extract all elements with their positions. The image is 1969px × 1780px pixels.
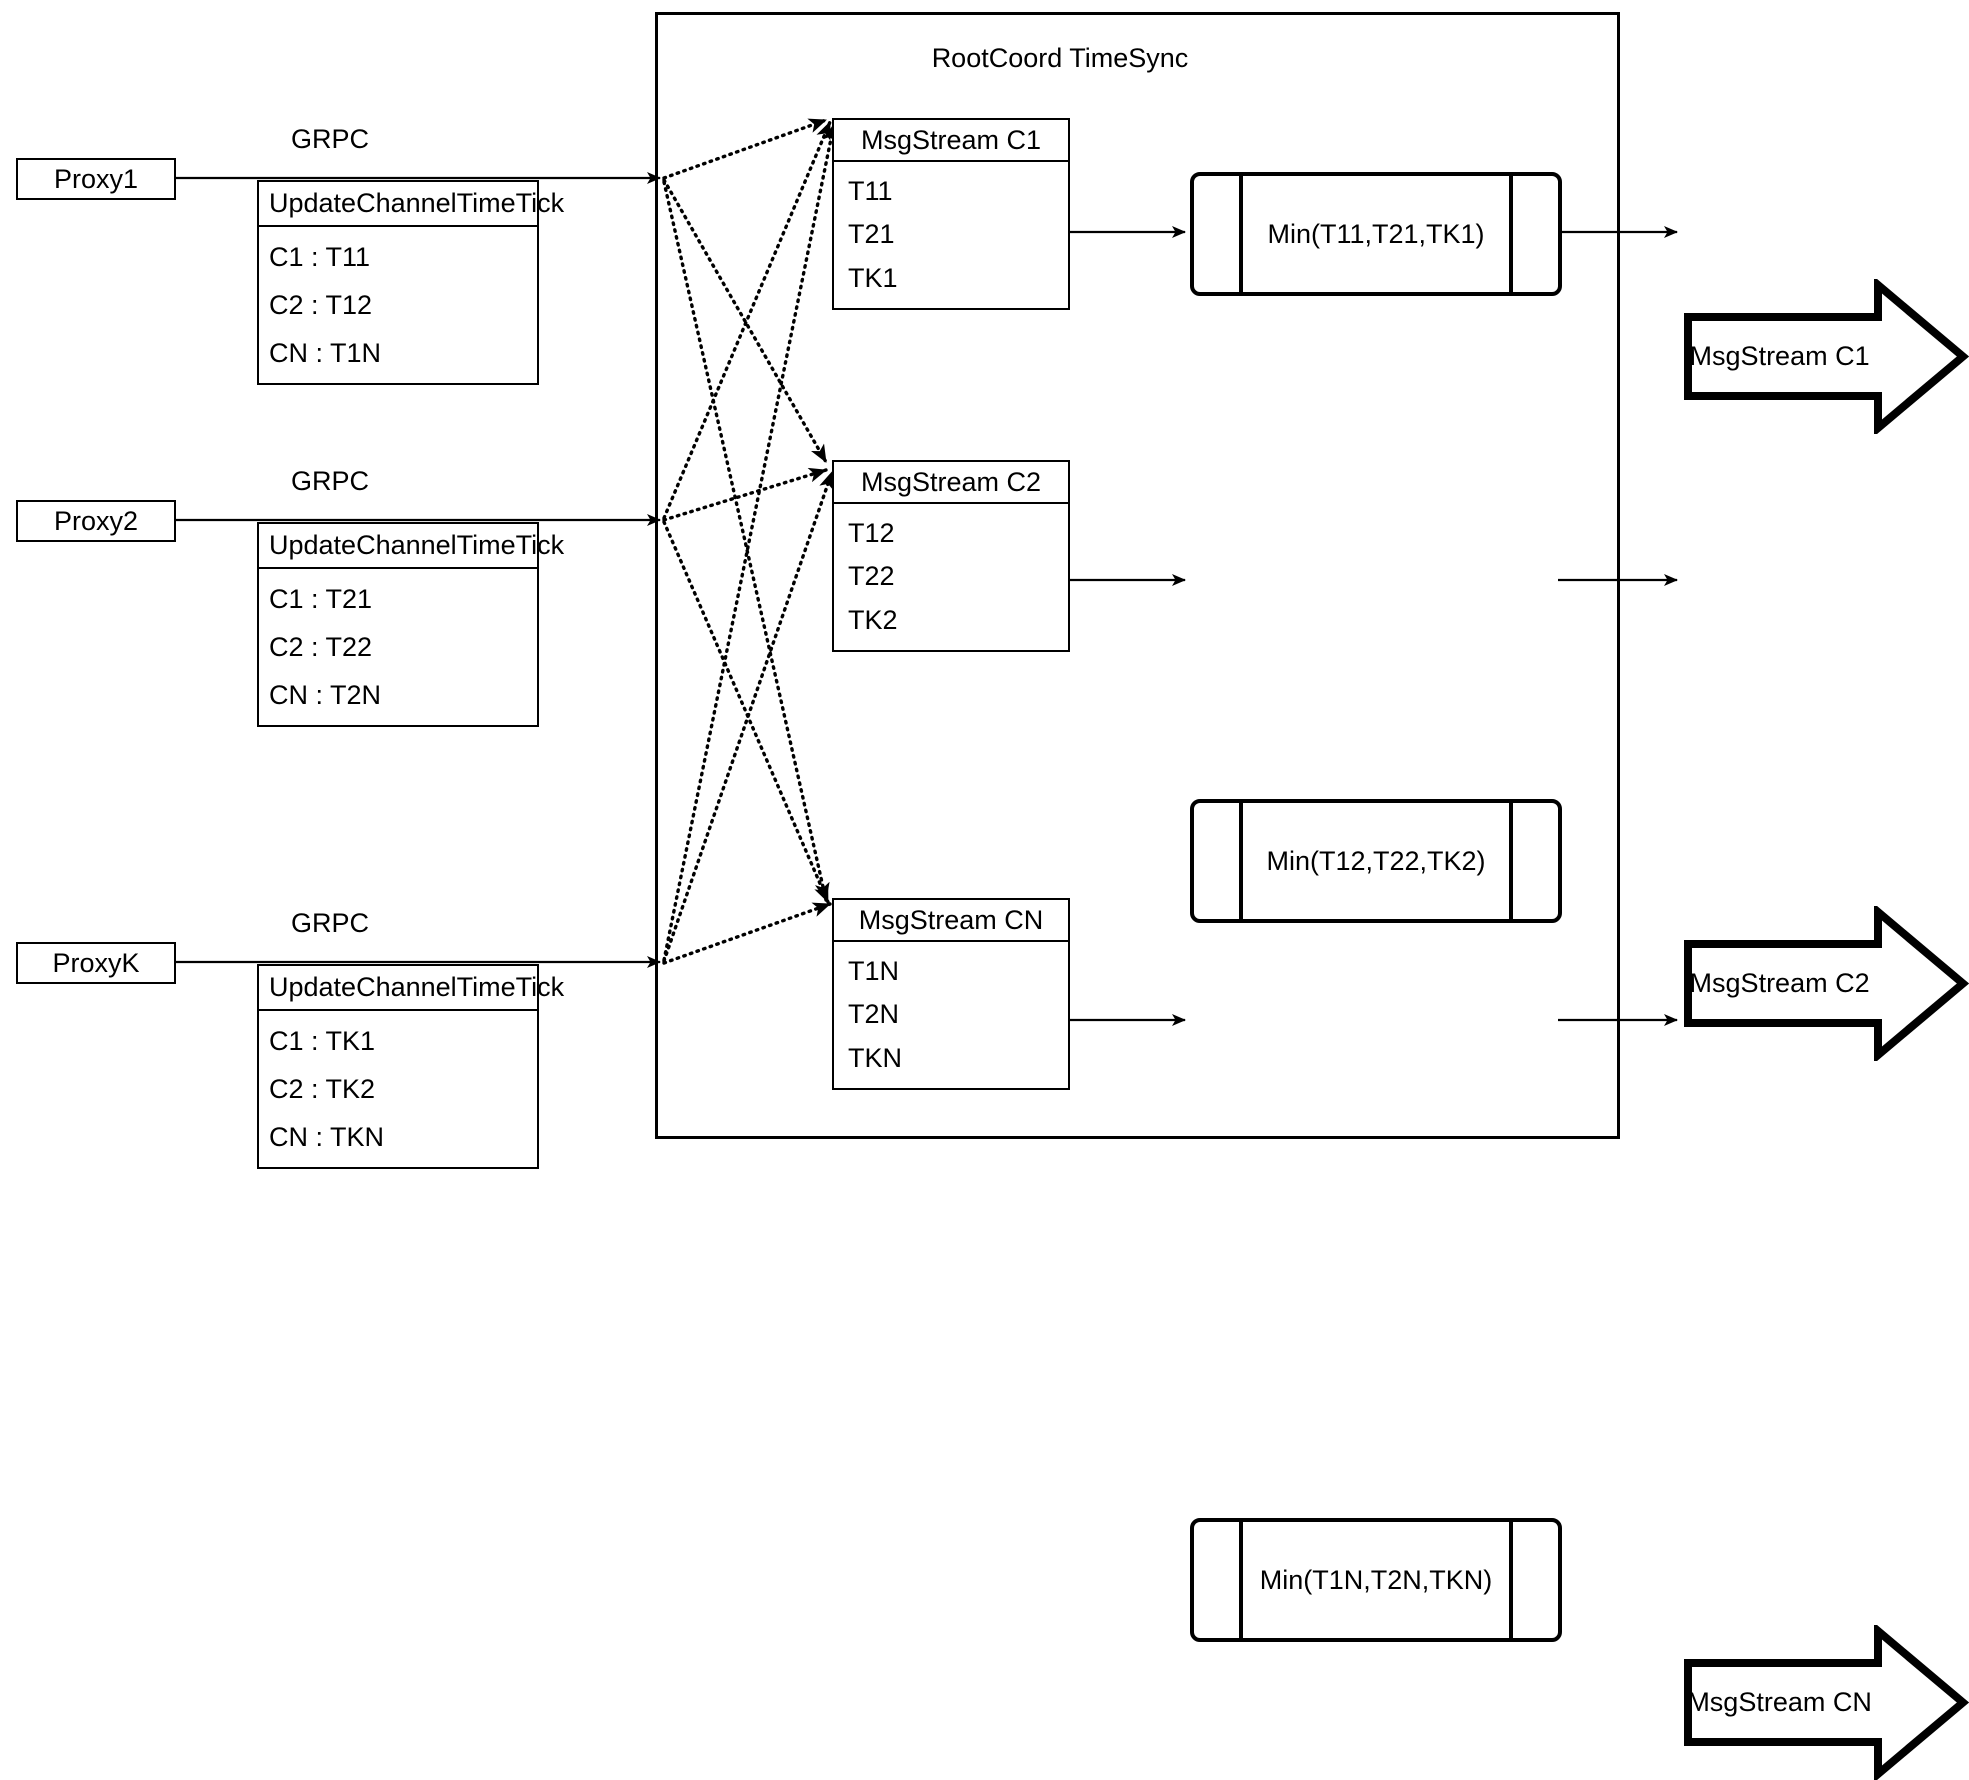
msgstream-row: T11 xyxy=(848,176,893,207)
tick-table-row: C1 : T21 xyxy=(269,583,373,614)
proxy-label: Proxy2 xyxy=(53,505,139,536)
tick-table-row: C1 : TK1 xyxy=(269,1025,376,1056)
proxy-box-proxy1[interactable]: Proxy1 xyxy=(16,158,176,200)
updatechanneltimetick-table-proxy2[interactable]: UpdateChannelTimeTick C1 : T21 C2 : T22 … xyxy=(257,522,564,727)
msgstream-table-title: MsgStream C2 xyxy=(834,462,1068,504)
grpc-label-proxyk: GRPC xyxy=(290,908,369,938)
grpc-label-proxy1: GRPC xyxy=(290,124,369,154)
min-process-c1[interactable]: Min(T11,T21,TK1) xyxy=(1190,172,1562,296)
msgstream-table-cn[interactable]: MsgStream CN T1N T2N TKN xyxy=(832,898,1070,1090)
output-block-arrow-c1[interactable]: MsgStream C1 xyxy=(1682,279,1969,434)
rootcoord-timesync-title: RootCoord TimeSync xyxy=(931,43,1189,73)
process-right-bar xyxy=(1509,803,1513,919)
updatechanneltimetick-table-proxyk[interactable]: UpdateChannelTimeTick C1 : TK1 C2 : TK2 … xyxy=(257,964,564,1169)
tick-table-row: CN : T1N xyxy=(269,337,382,368)
tick-table-row: C2 : T22 xyxy=(269,631,373,662)
rootcoord-timesync-container xyxy=(655,12,1620,1139)
msgstream-table-c1[interactable]: MsgStream C1 T11 T21 TK1 xyxy=(832,118,1070,310)
process-left-bar xyxy=(1239,1522,1243,1638)
tick-table-row: C2 : TK2 xyxy=(269,1073,376,1104)
msgstream-row: T2N xyxy=(848,999,900,1030)
msgstream-row: T21 xyxy=(848,219,895,250)
msgstream-table-title: MsgStream CN xyxy=(834,900,1068,942)
output-block-arrow-c2[interactable]: MsgStream C2 xyxy=(1682,906,1969,1061)
msgstream-table-body: T11 T21 TK1 xyxy=(834,162,1068,308)
msgstream-table-body: T12 T22 TK2 xyxy=(834,504,1068,650)
updatechanneltimetick-table-proxy1[interactable]: UpdateChannelTimeTick C1 : T11 C2 : T12 … xyxy=(257,180,564,385)
msgstream-table-title: MsgStream C1 xyxy=(834,120,1068,162)
process-right-bar xyxy=(1509,1522,1513,1638)
min-process-label: Min(T1N,T2N,TKN) xyxy=(1259,1564,1493,1595)
tick-table-row: CN : T2N xyxy=(269,679,382,710)
tick-table-body: C1 : T11 C2 : T12 CN : T1N xyxy=(259,227,537,383)
process-right-bar xyxy=(1509,176,1513,292)
msgstream-row: TK2 xyxy=(848,604,898,635)
min-process-c2[interactable]: Min(T12,T22,TK2) xyxy=(1190,799,1562,923)
output-block-arrow-cn[interactable]: MsgStream CN xyxy=(1682,1625,1969,1780)
msgstream-row: T1N xyxy=(848,956,900,987)
output-block-arrow-label: MsgStream C1 xyxy=(1689,341,1870,371)
timetick-fanout-edges xyxy=(662,118,838,965)
msgstream-table-c2[interactable]: MsgStream C2 T12 T22 TK2 xyxy=(832,460,1070,652)
min-process-label: Min(T11,T21,TK1) xyxy=(1267,218,1485,249)
grpc-label-proxy2: GRPC xyxy=(290,466,369,496)
tick-table-title: UpdateChannelTimeTick xyxy=(259,966,564,1011)
min-process-cn[interactable]: Min(T1N,T2N,TKN) xyxy=(1190,1518,1562,1642)
tick-table-row: C1 : T11 xyxy=(269,241,371,272)
msgstream-row: TKN xyxy=(848,1042,902,1073)
tick-table-row: CN : TKN xyxy=(269,1121,385,1152)
msgstream-row: T22 xyxy=(848,561,895,592)
tick-table-title: UpdateChannelTimeTick xyxy=(259,182,564,227)
output-block-arrow-label: MsgStream C2 xyxy=(1689,968,1870,998)
output-block-arrow-label: MsgStream CN xyxy=(1687,1687,1872,1717)
process-left-bar xyxy=(1239,803,1243,919)
tick-table-body: C1 : TK1 C2 : TK2 CN : TKN xyxy=(259,1011,537,1167)
proxy-box-proxy2[interactable]: Proxy2 xyxy=(16,500,176,542)
proxy-label: ProxyK xyxy=(52,947,140,978)
msgstream-table-body: T1N T2N TKN xyxy=(834,942,1068,1088)
tick-table-body: C1 : T21 C2 : T22 CN : T2N xyxy=(259,569,537,725)
proxy-label: Proxy1 xyxy=(53,163,139,194)
tick-table-title: UpdateChannelTimeTick xyxy=(259,524,564,569)
tick-table-row: C2 : T12 xyxy=(269,289,373,320)
msgstream-row: T12 xyxy=(848,518,895,549)
process-left-bar xyxy=(1239,176,1243,292)
min-process-label: Min(T12,T22,TK2) xyxy=(1266,845,1486,876)
msgstream-row: TK1 xyxy=(848,262,898,293)
proxy-box-proxyk[interactable]: ProxyK xyxy=(16,942,176,984)
